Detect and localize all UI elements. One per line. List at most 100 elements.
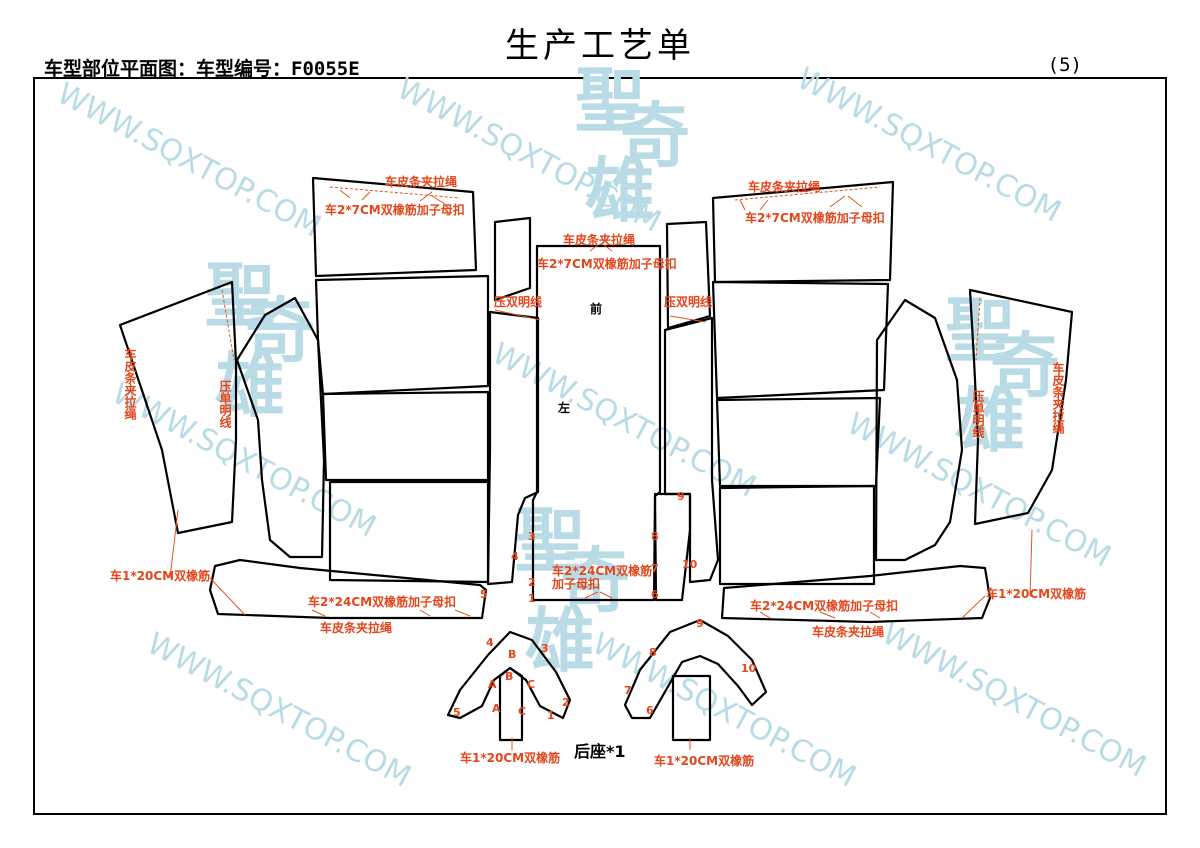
note-elastic-20cm: 车1*20CM双橡筋 [460,750,560,765]
seam-mark: 4 [486,636,494,649]
left-side-bolster [235,296,326,559]
note-elastic-20cm: 车1*20CM双橡筋 [986,586,1086,601]
right-side-bolster [874,298,964,562]
note-elastic-7cm: 车2*7CM双橡筋加子母扣 [325,202,465,217]
leader-line [739,195,863,211]
right-bottom-strip [720,564,992,624]
seam-mark: C [518,705,526,718]
watermark-logo-char: 奇 [990,324,1060,407]
note-elastic-20cm: 车1*20CM双橡筋 [654,753,754,768]
right-headrest-outer [623,618,768,720]
seam-mark: 7 [624,684,632,697]
seam-mark: 3 [528,530,536,543]
watermark-logo-char: 雄 [955,379,1025,462]
page-number: (5) [1047,54,1082,76]
leader-line [589,244,613,252]
headrest-pieces [446,618,768,742]
seam-mark: 7 [651,562,659,575]
note-pull-rope: 车皮条夹拉绳 [812,624,884,639]
seam-mark: 1 [528,592,536,605]
note-pull-rope: 车皮条夹拉绳 [563,232,635,247]
watermark-logo-char: 聖 [515,499,585,582]
left-headrest-outer [446,630,572,720]
leader-line [759,611,881,619]
watermark-logo-char: 奇 [620,94,690,177]
leader-line [961,529,1033,619]
center-right-strip [653,492,692,602]
note-elastic-7cm: 车2*7CM双橡筋加子母扣 [745,210,885,225]
seam-mark: 8 [651,530,659,543]
watermark-logo-char: 雄 [215,344,285,427]
right-back-panel-1 [711,280,890,400]
note-elastic-24cm-line2: 加子母扣 [551,576,600,591]
left-top-flap [311,176,478,278]
leader-line [511,738,691,750]
caption-rear-seat: 后座*1 [574,742,626,761]
left-back-panel-1 [314,274,490,396]
seam-mark: 10 [741,662,757,675]
stitch-line [734,186,881,201]
watermark-layer: WWW.SQXTOP.COM WWW.SQXTOP.COM WWW.SQXTOP… [51,59,1151,795]
page-title: 生产工艺单 [505,26,695,66]
right-back-panel-3 [718,484,876,586]
seam-mark: 5 [480,588,488,601]
watermark-text: WWW.SQXTOP.COM [791,61,1066,230]
note-pull-rope: 车皮条夹拉绳 [320,620,392,635]
note-pull-rope-vertical: 车皮条夹拉绳 [1051,361,1065,434]
seam-mark: 2 [562,696,570,709]
left-side-wing [118,280,238,535]
right-headrest-insert [671,674,712,742]
leader-lines [169,189,1033,750]
watermark-text: WWW.SQXTOP.COM [141,626,416,795]
note-single-topstitch: 压单明线 [971,390,985,439]
stitch-line [975,297,981,361]
seam-mark: 6 [646,704,654,717]
right-pieces [663,180,1074,624]
seam-mark: 8 [649,646,657,659]
note-pull-rope-vertical: 车皮条夹拉绳 [123,347,137,420]
watermark-logo-char: 奇 [560,539,630,622]
stitch-line [329,186,461,199]
seam-mark: A [492,702,501,715]
note-elastic-24cm: 车2*24CM双橡筋加子母扣 [308,594,456,609]
note-single-topstitch: 压单明线 [218,380,232,429]
leader-line [494,309,707,323]
seam-marks: 3 4 2 1 5 9 8 7 6 10 4 3 5 2 1 B B A C A… [453,490,757,722]
watermark-logo-char: 雄 [585,149,655,232]
right-strap [665,220,712,330]
left-bottom-strip [208,558,488,620]
left-back-panel-2 [321,390,490,482]
leader-line [584,591,613,599]
watermark-logo-char: 聖 [205,254,275,337]
seam-mark: 9 [696,617,704,630]
note-pull-rope: 车皮条夹拉绳 [385,174,457,189]
watermark-text: WWW.SQXTOP.COM [51,76,326,245]
note-elastic-24cm: 车2*24CM双橡筋加子母扣 [750,598,898,613]
seam-mark: 9 [677,490,685,503]
seam-mark: B [508,648,516,661]
seam-mark: 6 [651,588,659,601]
seam-mark: C [527,678,535,691]
seam-mark: A [488,678,497,691]
note-pull-rope: 车皮条夹拉绳 [748,179,820,194]
seam-mark: 1 [547,709,555,722]
left-strap [493,216,532,302]
right-top-flap [711,180,895,284]
label-left: 左 [557,400,570,415]
leader-line [311,609,471,617]
right-side-wing [968,288,1074,526]
seam-mark: 10 [682,558,698,571]
model-subtitle: 车型部位平面图：车型编号：F0055E [44,58,360,80]
watermark-logo-char: 聖 [945,289,1015,372]
left-headrest-insert [498,666,524,742]
seam-mark: B [505,670,513,683]
note-elastic-24cm-line1: 车2*24CM双橡筋 [552,563,652,578]
seam-mark: 4 [511,550,519,563]
note-double-topstitch: 压双明线 [664,294,712,309]
diagram-frame [33,77,1167,815]
watermark-text: WWW.SQXTOP.COM [876,616,1151,785]
seam-mark: 2 [528,576,536,589]
right-center-side [663,316,720,584]
seam-mark: 5 [453,706,461,719]
